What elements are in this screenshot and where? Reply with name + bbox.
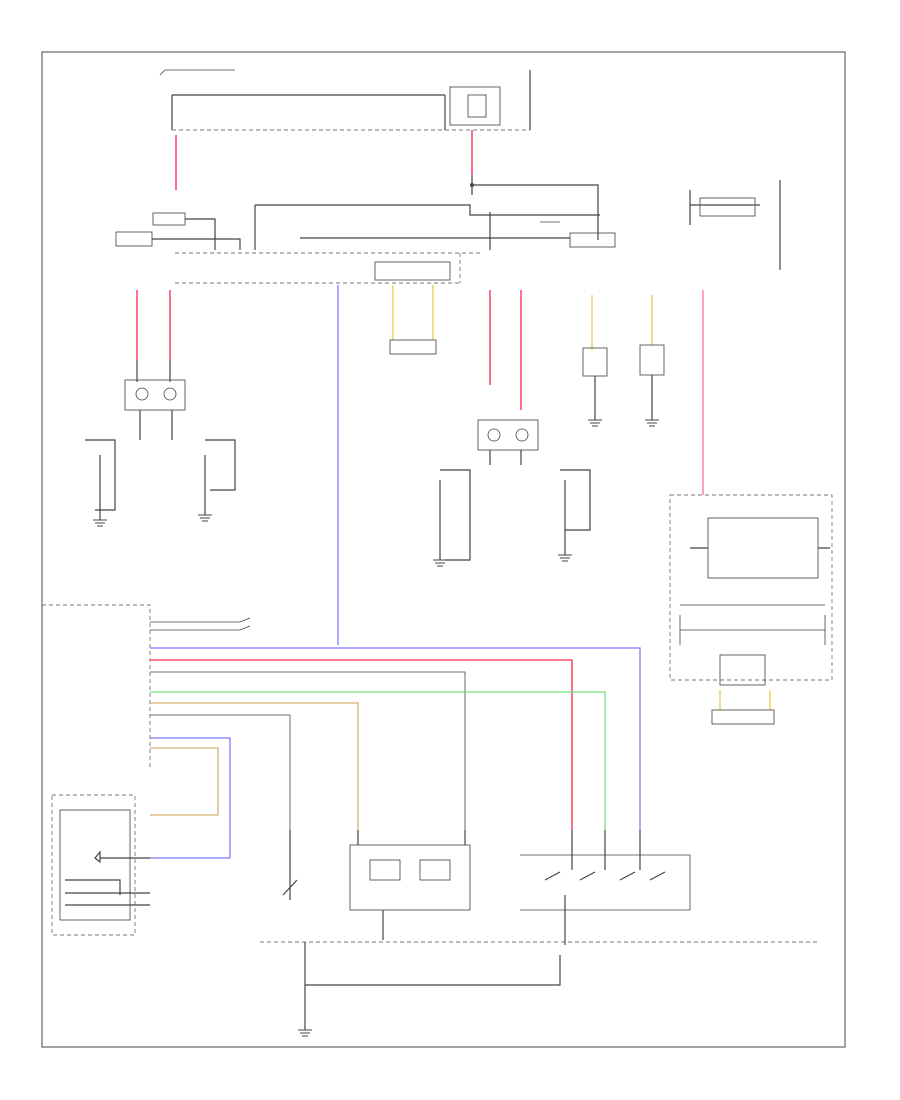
right-fuse-block	[689, 180, 781, 270]
relay-blocks	[115, 204, 616, 250]
auto-light-sensor	[51, 794, 150, 936]
ipm-bus	[175, 252, 480, 284]
module-pins	[150, 617, 251, 631]
lamp-branches	[136, 285, 704, 645]
instrument-cluster	[669, 494, 833, 725]
right-lamp-assembly	[582, 344, 665, 427]
top-power-section	[159, 69, 599, 240]
left-lamp-assembly	[85, 360, 236, 527]
center-lamp-assembly	[433, 419, 591, 567]
body-control-module	[42, 604, 641, 859]
diagram-border	[41, 51, 846, 1048]
headlamp-switch	[260, 830, 820, 945]
ground-network	[298, 942, 561, 1037]
